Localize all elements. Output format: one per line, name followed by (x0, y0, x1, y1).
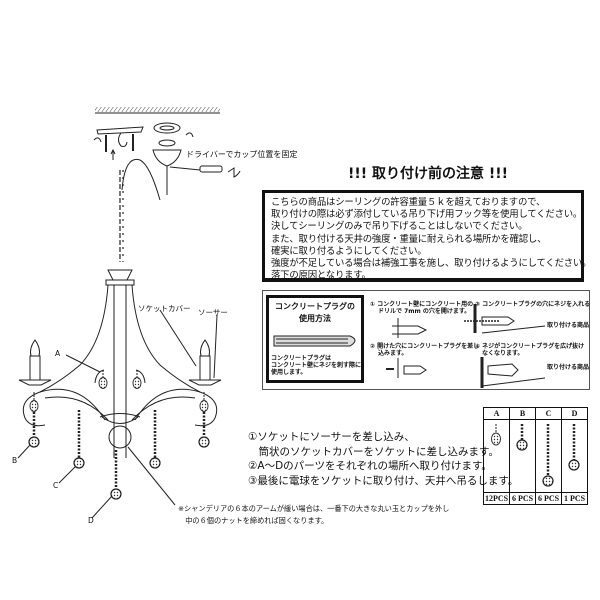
warning-line: 取り付けの際は必ず添付している吊り下げ用フック等を使用してください。 (271, 209, 583, 221)
warning-title: !!! 取り付け前の注意 !!! (347, 166, 509, 182)
canopy (152, 122, 241, 195)
warning-line: また、取り付ける天井の強度・重量に耐えられる場所かを確認し、 (271, 233, 547, 245)
part-header-c: C (535, 407, 562, 420)
part-header-b: B (509, 407, 536, 420)
parts-table: A B C D 12PCS 6 PCS 6 PCS 1 PCS (483, 407, 588, 505)
part-header-d: D (561, 407, 588, 420)
ceiling-plate (93, 126, 194, 160)
label-c: C (53, 481, 59, 490)
part-a-image (483, 419, 510, 493)
label-d: D (88, 516, 94, 525)
item-label: 取り付ける商品 (547, 322, 590, 329)
part-qty-d: 1 PCS (561, 492, 588, 505)
plug-step-1a: ① コンクリート壁にコンクリート用の (370, 301, 474, 308)
plug-step-3: ③ コンクリートプラグの穴にネジを入れる (475, 301, 591, 308)
part-d-image (561, 419, 588, 493)
part-qty-b: 6 PCS (509, 492, 536, 505)
chain (119, 170, 124, 262)
instruction-step: 筒状のソケットカバーをソケットに差し込みます。 (248, 445, 499, 458)
plug-title-2: 使用方法 (299, 314, 331, 323)
plug-step-4a: ④ ネジがコンクリートプラグを広げ抜け (475, 343, 585, 350)
warning-box: こちらの商品はシーリングの許容重量５ｋを超えておりますので、 取り付けの際は必ず… (262, 190, 592, 282)
part-qty-c: 6 PCS (535, 492, 562, 505)
label-socket-cover: ソケットカバー (138, 304, 191, 313)
plug-desc-3: 使用します。 (271, 369, 307, 376)
warning-line: 確実に取り付るようにしてください。 (271, 245, 427, 257)
part-qty-a: 12PCS (483, 492, 510, 505)
concrete-plug-panel (262, 290, 590, 390)
item-label: 取り付ける商品 (547, 364, 590, 371)
warning-line: 強度が不足している場合は補強工事を施し、取り付けるようにしてください。 (271, 258, 592, 270)
plug-desc-2: コンクリート壁にネジを刺す際に (271, 362, 362, 369)
instruction-step: ③最後に電球をソケットに取り付け、天井へ吊るします。 (248, 474, 519, 487)
label-saucer: ソーサー (198, 308, 228, 317)
plug-step-2b: 込みます。 (378, 350, 408, 357)
concrete-plug-intro-box: コンクリートプラグの 使用方法 コンクリートプラグは コンクリート壁にネジを刺す… (266, 295, 364, 383)
ceiling-note: ドライバーでカップ位置を固定 (186, 150, 298, 159)
note-line: 中の６個のナットを締めれば固くなります。 (178, 516, 329, 525)
note-line: ※シャンデリアの６本のアームが緩い場合は、一番下の大きな丸い玉とカップを外し (178, 504, 450, 513)
plug-desc-1: コンクリートプラグは (271, 355, 332, 362)
instruction-step: ②A～Dのパーツをそれぞれの場所へ取り付けます。 (248, 460, 492, 472)
plug-illustrations (273, 304, 546, 388)
ceiling-hatch (95, 107, 220, 112)
power-cable (121, 158, 161, 201)
plug-step-1b: ドリルで 7mm の穴を開けます。 (378, 308, 471, 315)
instruction-step: ①ソケットにソーサーを差し込み、 (248, 431, 415, 443)
part-header-a: A (483, 407, 510, 420)
footnote: ※シャンデリアの６本のアームが緩い場合は、一番下の大きな丸い玉とカップを外し 中… (178, 503, 449, 527)
warning-line: 落下の原因となります。 (271, 270, 371, 282)
plug-step-4b: なくなります。 (482, 350, 524, 357)
crystals (28, 370, 210, 500)
plug-title-1: コンクリートプラグの (275, 302, 355, 311)
label-b: B (12, 456, 18, 465)
part-c-image (535, 419, 562, 493)
part-b-image (509, 419, 536, 493)
label-a: A (55, 349, 61, 358)
chandelier-body (17, 269, 222, 519)
assembly-instructions: ①ソケットにソーサーを差し込み、 筒状のソケットカバーをソケットに差し込みます。… (248, 430, 518, 488)
warning-line: こちらの商品はシーリングの許容重量５ｋを超えておりますので、 (271, 197, 546, 208)
plug-step-2a: ② 開けた穴にコンクリートプラグを差し (370, 343, 480, 350)
warning-line: 決してシーリングのみで吊り下げることはしないでください。 (271, 221, 528, 233)
